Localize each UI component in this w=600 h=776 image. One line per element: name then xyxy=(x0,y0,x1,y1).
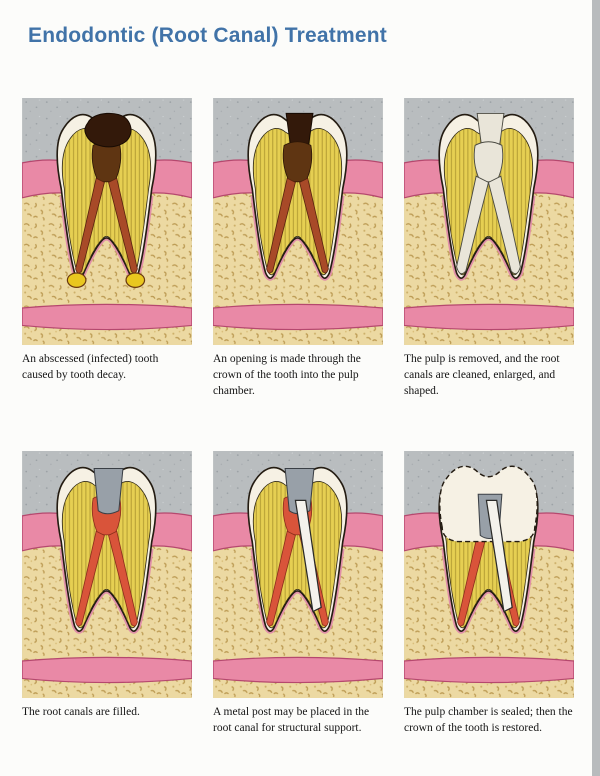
treatment-step-1: An abscessed (infected) tooth caused by … xyxy=(22,98,192,411)
step-caption-1: An abscessed (infected) tooth caused by … xyxy=(22,353,159,382)
tooth-illustration-stage-2 xyxy=(213,98,383,345)
step-caption-6: The pulp chamber is sealed; then the cro… xyxy=(404,706,573,735)
step-caption-5: A metal post may be placed in the root c… xyxy=(213,706,370,735)
tooth-illustration-stage-3 xyxy=(404,98,574,345)
page-title: Endodontic (Root Canal) Treatment xyxy=(28,24,387,47)
tooth-illustration-stage-6 xyxy=(404,451,574,698)
step-caption-3: The pulp is removed, and the root canals… xyxy=(404,353,560,398)
treatment-step-2: An opening is made through the crown of … xyxy=(213,98,383,411)
treatment-step-6: The pulp chamber is sealed; then the cro… xyxy=(404,451,574,764)
tooth-illustration-stage-4 xyxy=(22,451,192,698)
treatment-step-3: The pulp is removed, and the root canals… xyxy=(404,98,574,411)
step-caption-2: An opening is made through the crown of … xyxy=(213,353,361,398)
tooth-illustration-stage-5 xyxy=(213,451,383,698)
tooth-illustration-stage-1 xyxy=(22,98,192,345)
treatment-step-4: The root canals are filled. xyxy=(22,451,192,764)
step-caption-4: The root canals are filled. xyxy=(22,706,140,718)
page-scan-edge xyxy=(592,0,600,776)
treatment-steps-grid: An abscessed (infected) tooth caused by … xyxy=(22,98,574,764)
treatment-step-5: A metal post may be placed in the root c… xyxy=(213,451,383,764)
